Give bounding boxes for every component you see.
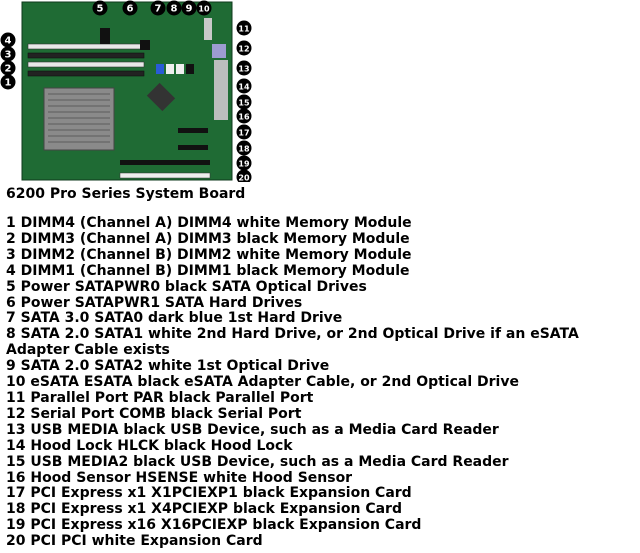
callout-label-2: 2 xyxy=(5,64,12,75)
callout-badge-8 xyxy=(166,0,182,16)
diagram-title: 6200 Pro Series System Board xyxy=(6,186,246,202)
sata-0 xyxy=(156,64,164,74)
callout-label-3: 3 xyxy=(5,50,12,61)
callout-badge-3 xyxy=(0,46,16,62)
callout-label-18: 18 xyxy=(238,145,250,154)
sata-power-1 xyxy=(140,40,150,50)
sata-power-0 xyxy=(100,28,110,44)
rear-io-block xyxy=(214,60,228,120)
legend-item-7: 7 SATA 3.0 SATA0 dark blue 1st Hard Driv… xyxy=(6,310,343,327)
pcie-x4-slot xyxy=(178,145,208,150)
dimm-slot-3 xyxy=(27,52,145,59)
pci-slot xyxy=(119,172,211,179)
callout-badge-2 xyxy=(0,60,16,76)
legend-item-8: 8 SATA 2.0 SATA1 white 2nd Hard Drive, o… xyxy=(6,326,579,359)
pcie-x16-slot xyxy=(120,160,210,165)
callout-badge-7 xyxy=(150,0,166,16)
callout-label-6: 6 xyxy=(127,4,134,15)
legend-item-6: 6 Power SATAPWR1 SATA Hard Drives xyxy=(6,294,303,311)
callout-label-11: 11 xyxy=(238,25,250,34)
legend-item-17: 17 PCI Express x1 X1PCIEXP1 black Expans… xyxy=(6,485,412,502)
callout-badge-15 xyxy=(236,94,252,110)
legend-item-1: 1 DIMM4 (Channel A) DIMM4 white Memory M… xyxy=(6,215,412,231)
legend-item-11: 11 Parallel Port PAR black Parallel Port xyxy=(6,389,314,406)
legend-item-16: 16 Hood Sensor HSENSE white Hood Sensor xyxy=(6,469,353,486)
callout-badge-10 xyxy=(196,0,212,16)
callout-badge-1 xyxy=(0,74,16,90)
callout-label-7: 7 xyxy=(155,4,162,15)
callout-label-5: 5 xyxy=(97,4,104,15)
callout-badge-19 xyxy=(236,155,252,171)
callout-badge-13 xyxy=(236,60,252,76)
callout-badge-14 xyxy=(236,78,252,94)
legend-item-5: 5 Power SATAPWR0 black SATA Optical Driv… xyxy=(6,278,367,295)
legend-item-18: 18 PCI Express x1 X4PCIEXP black Expansi… xyxy=(6,501,402,518)
chipset xyxy=(146,82,176,112)
callout-badge-11 xyxy=(236,20,252,36)
sata-2 xyxy=(176,64,184,74)
cpu-heatsink xyxy=(43,87,115,151)
callout-badge-12 xyxy=(236,40,252,56)
legend-item-2: 2 DIMM3 (Channel A) DIMM3 black Memory M… xyxy=(6,230,410,247)
callout-label-13: 13 xyxy=(238,65,249,74)
callout-label-12: 12 xyxy=(238,45,249,54)
legend-item-9: 9 SATA 2.0 SATA2 white 1st Optical Drive xyxy=(6,358,330,375)
callout-badge-16 xyxy=(236,108,252,124)
legend-item-20: 20 PCI PCI white Expansion Card xyxy=(6,533,263,550)
esata xyxy=(186,64,194,74)
legend-item-13: 13 USB MEDIA black USB Device, such as a… xyxy=(6,421,499,438)
legend-item-4: 4 DIMM1 (Channel B) DIMM1 black Memory M… xyxy=(6,262,410,279)
callout-label-20: 20 xyxy=(238,174,250,183)
callout-label-14: 14 xyxy=(238,83,250,92)
callout-label-16: 16 xyxy=(238,113,250,122)
serial-port xyxy=(212,44,226,58)
callout-label-17: 17 xyxy=(238,129,249,138)
callout-label-4: 4 xyxy=(5,36,12,47)
pcie-x1-slot xyxy=(178,128,208,133)
callout-badge-9 xyxy=(181,0,197,16)
legend-item-3: 3 DIMM2 (Channel B) DIMM2 white Memory M… xyxy=(6,246,412,263)
sata-1 xyxy=(166,64,174,74)
legend-item-10: 10 eSATA ESATA black eSATA Adapter Cable… xyxy=(6,374,519,391)
callout-label-10: 10 xyxy=(198,5,210,14)
callout-label-19: 19 xyxy=(238,160,250,169)
parallel-port xyxy=(204,18,212,40)
legend-item-14: 14 Hood Lock HLCK black Hood Lock xyxy=(6,437,293,454)
legend-item-15: 15 USB MEDIA2 black USB Device, such as … xyxy=(6,453,509,470)
legend-item-12: 12 Serial Port COMB black Serial Port xyxy=(6,405,302,422)
callout-label-8: 8 xyxy=(171,4,178,15)
dimm-slot-2 xyxy=(27,61,145,68)
legend-list: 1 DIMM4 (Channel A) DIMM4 white Memory M… xyxy=(6,215,638,550)
callout-badge-20 xyxy=(236,169,252,182)
callout-badge-6 xyxy=(122,0,138,16)
callout-badge-4 xyxy=(0,32,16,48)
dimm-slot-1 xyxy=(27,70,145,77)
callout-badge-17 xyxy=(236,124,252,140)
dimm-slot-4 xyxy=(27,43,145,50)
callout-label-15: 15 xyxy=(238,99,250,108)
callout-label-1: 1 xyxy=(5,78,12,89)
legend-item-19: 19 PCI Express x16 X16PCIEXP black Expan… xyxy=(6,517,422,534)
callout-label-9: 9 xyxy=(186,4,193,15)
callout-badge-5 xyxy=(92,0,108,16)
callout-badge-18 xyxy=(236,140,252,156)
